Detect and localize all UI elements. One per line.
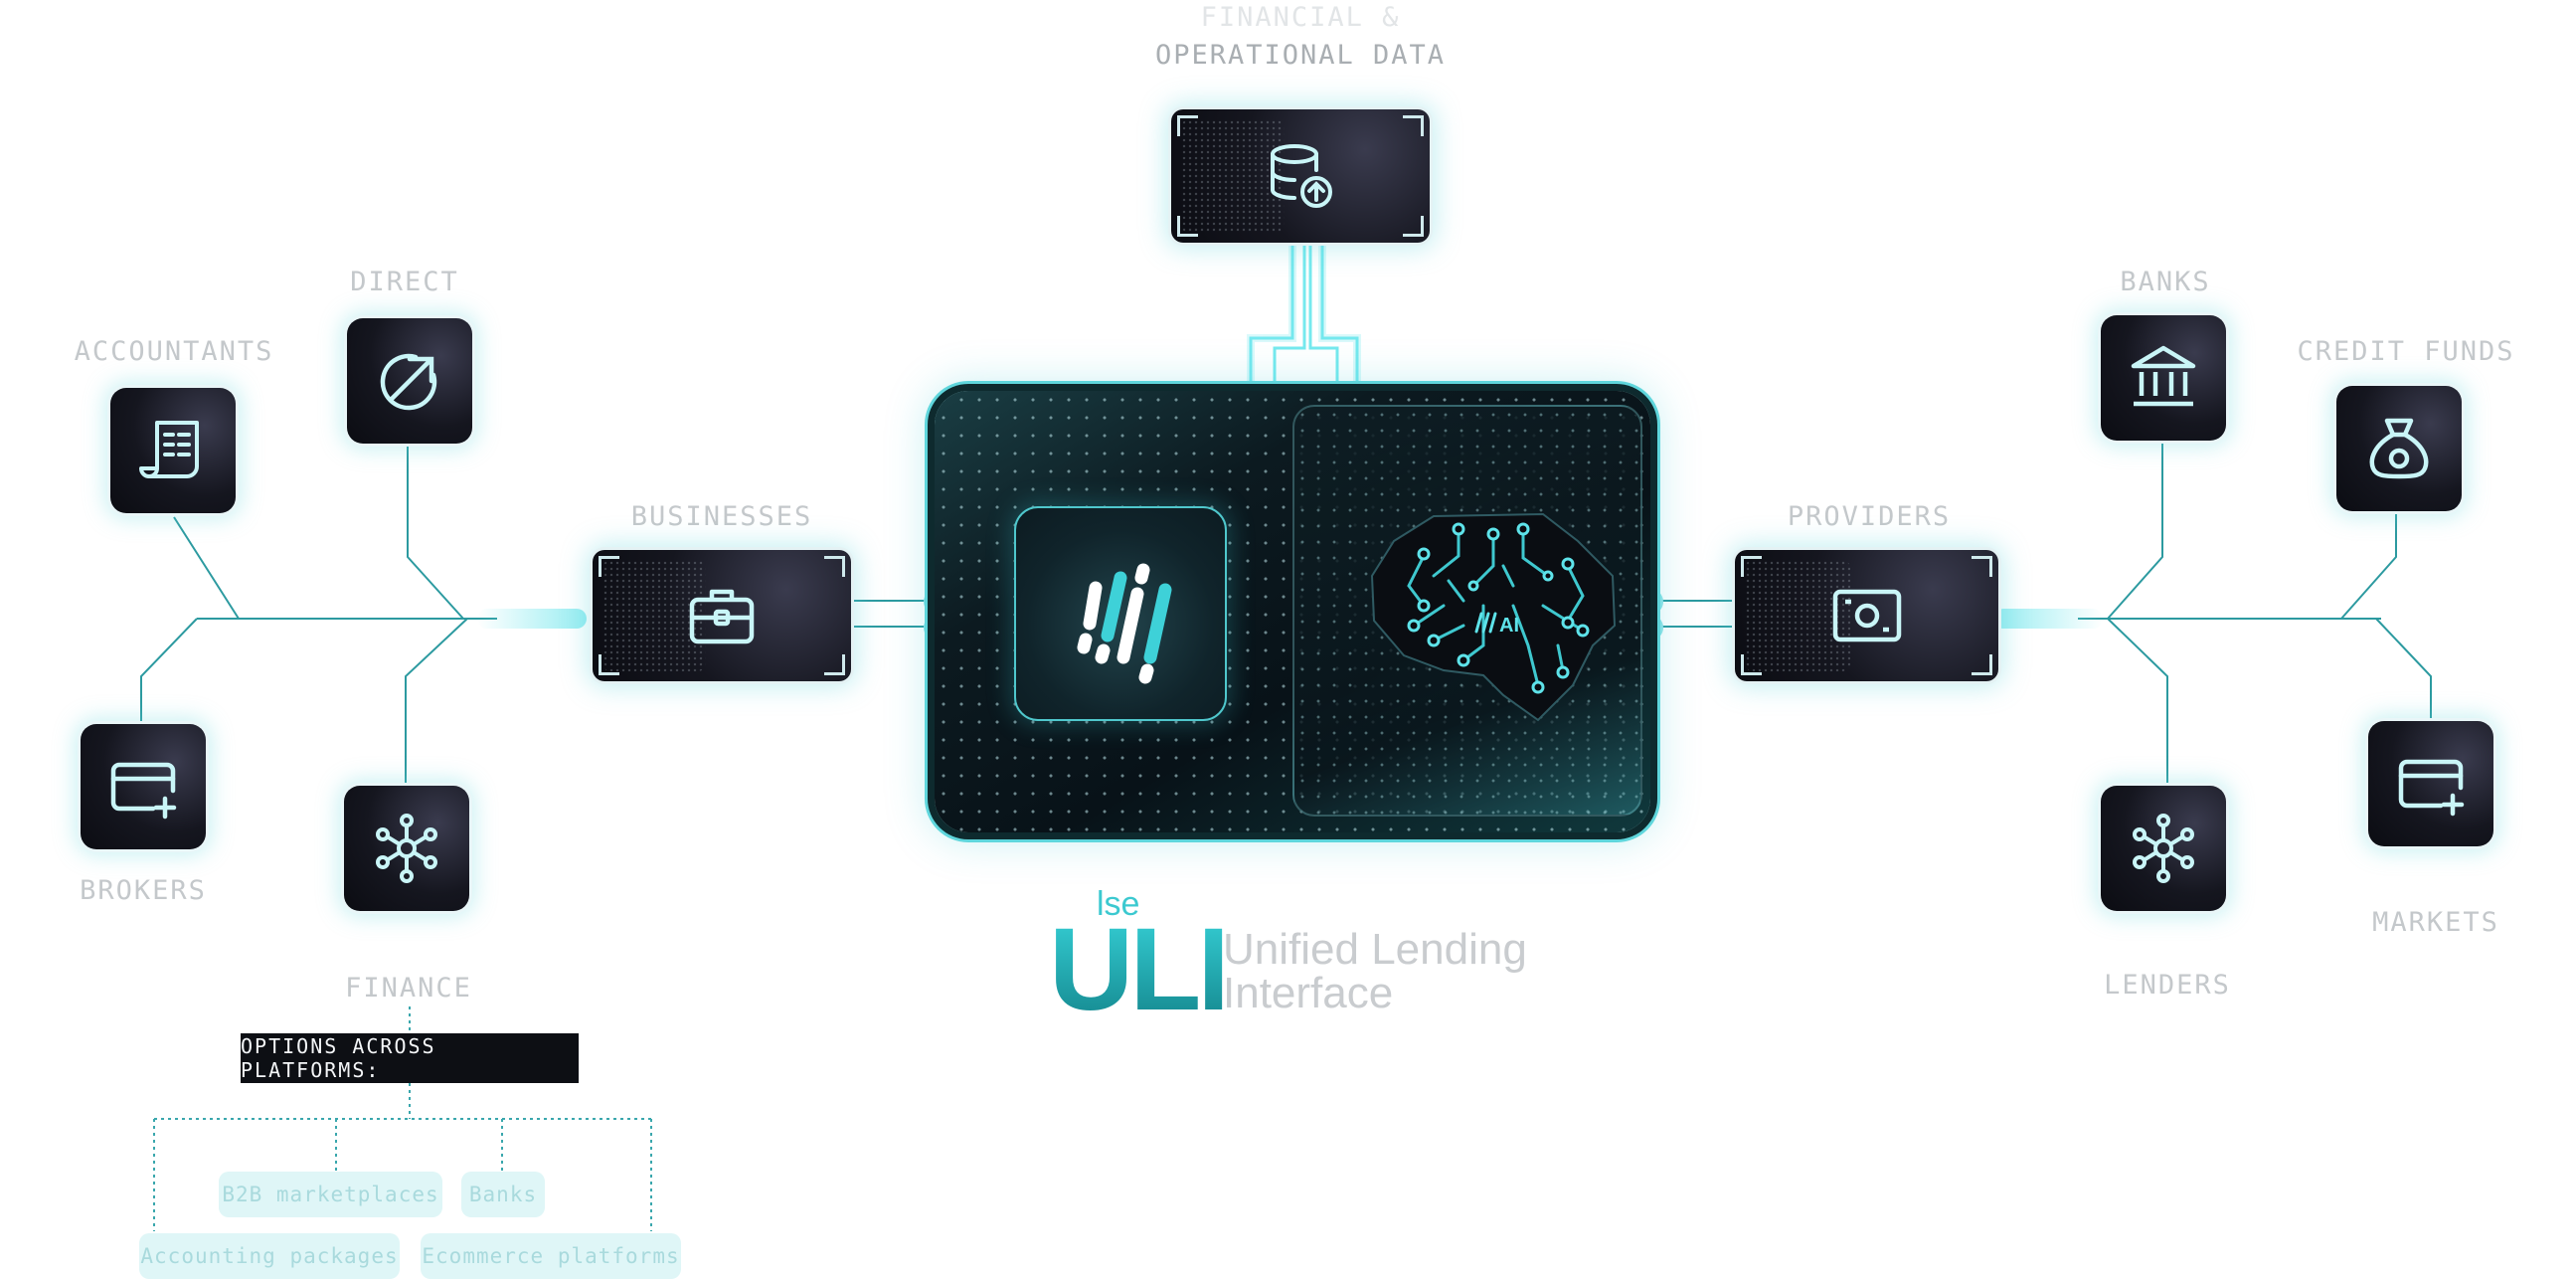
financial-data-label-line2: OPERATIONAL DATA	[1154, 40, 1447, 71]
finance-node[interactable]	[344, 786, 469, 911]
accountants-node[interactable]	[110, 388, 236, 513]
lse-logo-icon	[1077, 563, 1172, 684]
briefcase-icon	[684, 578, 760, 653]
brand-uli-text: ULI	[1049, 904, 1230, 1035]
credit-funds-node[interactable]	[2336, 386, 2462, 511]
lenders-node[interactable]	[2101, 786, 2226, 911]
markets-label: MARKETS	[2372, 907, 2499, 938]
network-hub-icon	[369, 811, 444, 886]
brokers-node[interactable]	[81, 724, 206, 849]
brand-lse-text: lse	[1097, 885, 1140, 923]
central-processor: AI	[935, 391, 1650, 832]
options-title: OPTIONS ACROSS PLATFORMS:	[241, 1033, 579, 1083]
lse-logo-tile	[1014, 506, 1227, 721]
ai-brain-icon: AI	[1370, 512, 1617, 722]
brand-tagline-line2: Interface	[1223, 969, 1394, 1017]
network-hub-icon	[2126, 811, 2201, 886]
money-bag-icon	[2361, 411, 2437, 486]
receipt-icon	[135, 413, 211, 488]
ai-panel: AI	[1292, 405, 1642, 817]
direct-label: DIRECT	[350, 267, 459, 297]
option-pill-ecommerce-platforms[interactable]: Ecommerce platforms	[421, 1233, 681, 1279]
finance-label: FINANCE	[345, 973, 472, 1004]
arrow-up-right-circle-icon	[372, 343, 447, 419]
bank-icon	[2126, 340, 2201, 416]
markets-node[interactable]	[2368, 721, 2493, 846]
card-plus-icon	[2393, 746, 2469, 822]
card-plus-icon	[105, 749, 181, 824]
businesses-node[interactable]	[593, 550, 851, 681]
brokers-label: BROKERS	[80, 875, 207, 906]
option-pill-b2b-marketplaces[interactable]: B2B marketplaces	[219, 1172, 442, 1217]
option-pill-banks[interactable]: Banks	[461, 1172, 545, 1217]
providers-node[interactable]	[1735, 550, 1998, 681]
banks-label: BANKS	[2120, 267, 2211, 297]
option-pill-accounting-packages[interactable]: Accounting packages	[139, 1233, 400, 1279]
financial-data-label-line1: FINANCIAL &	[1200, 2, 1401, 33]
direct-node[interactable]	[347, 318, 472, 444]
lenders-label: LENDERS	[2104, 970, 2231, 1001]
credit-funds-label: CREDIT FUNDS	[2297, 336, 2515, 367]
brand-tagline-line1: Unified Lending	[1223, 925, 1527, 974]
financial-data-node[interactable]	[1171, 109, 1430, 243]
database-upload-icon	[1263, 138, 1338, 214]
ai-badge: AI	[1499, 615, 1519, 637]
providers-label: PROVIDERS	[1787, 501, 1952, 532]
money-note-icon	[1829, 578, 1905, 653]
accountants-label: ACCOUNTANTS	[74, 336, 274, 367]
banks-node[interactable]	[2101, 315, 2226, 441]
businesses-label: BUSINESSES	[630, 501, 813, 532]
